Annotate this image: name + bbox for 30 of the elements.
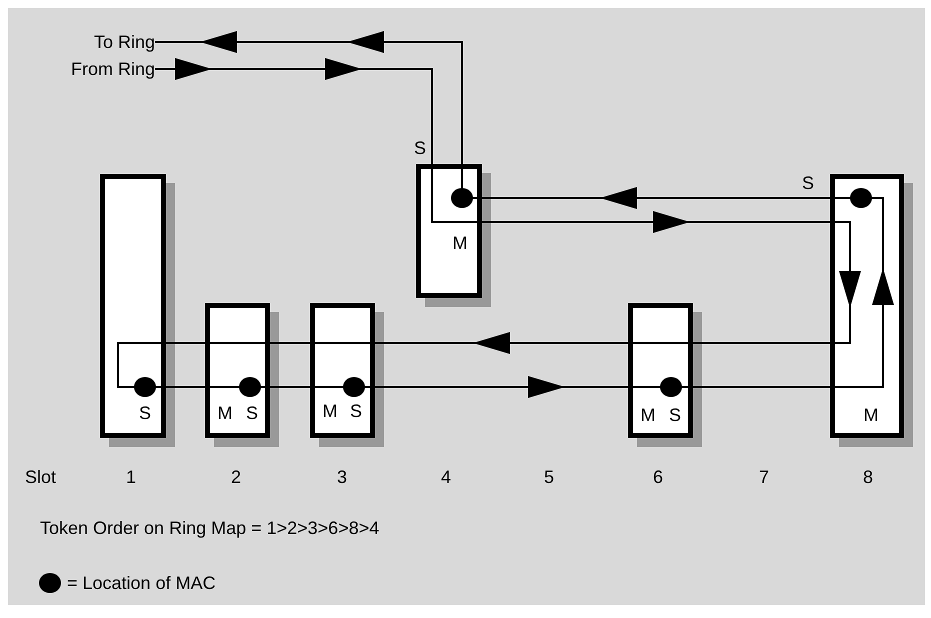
port-letter: M [864,405,878,425]
port-letter: S [414,138,426,158]
port-letter: M [218,403,232,423]
arrow [155,58,433,164]
port-label: From Ring [30,58,155,80]
port-letter: S [350,401,362,421]
port-letter: S [669,405,681,425]
note-text: Token Order on Ring Map = 1>2>3>6>8>4 [40,517,380,539]
slot-number: 3 [337,466,348,488]
port-letter: S [246,403,258,423]
port-letter: M [640,405,656,425]
slot-number: 7 [759,466,770,488]
port-letter: S [802,173,814,193]
arrow [482,211,830,233]
slot-number: 2 [231,466,242,488]
arrow [375,376,628,398]
arrow [375,332,628,354]
port-letter: M [452,233,468,253]
arrow [482,187,830,209]
slot-number: 1 [126,466,136,488]
slot-number: 6 [653,466,664,488]
port-letter: S [139,403,151,423]
port-label: To Ring [30,31,155,53]
axis-label: Slot [25,466,56,488]
slot-number: 5 [544,466,554,488]
arrow [155,31,463,164]
slot-number: 8 [863,466,874,488]
legend-text: = Location of MAC [67,572,216,594]
port-letter: M [322,401,338,421]
slot-number: 4 [441,466,452,488]
